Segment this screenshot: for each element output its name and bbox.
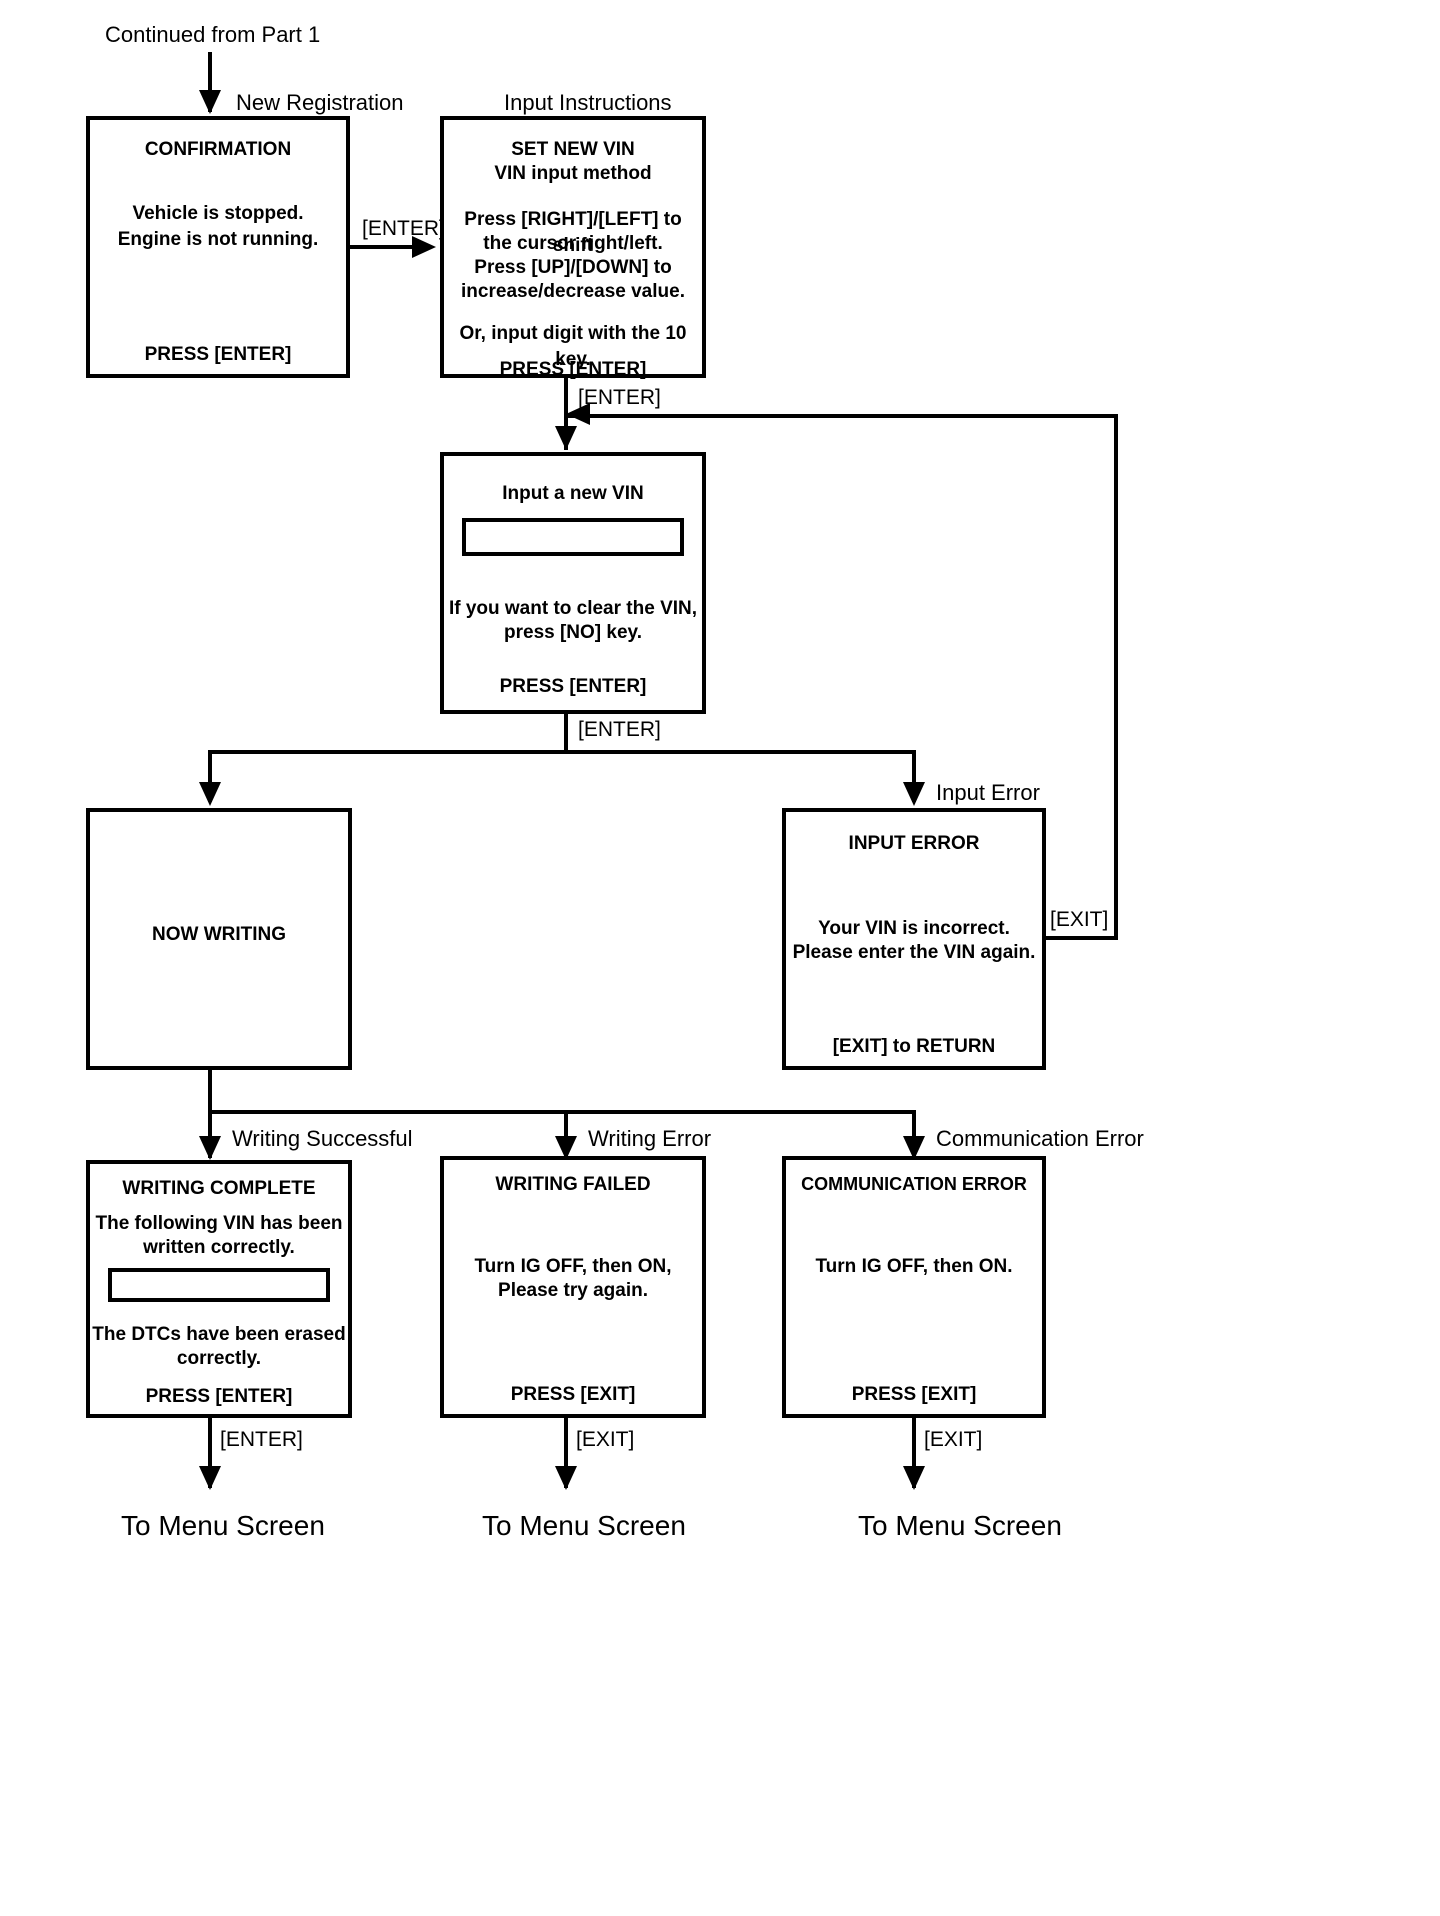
- edge-label-exit-return: [EXIT]: [1050, 908, 1109, 931]
- branch-left-line: [208, 750, 212, 802]
- edge-label-complete-enter: [ENTER]: [220, 1428, 303, 1451]
- screen-communication-error[interactable]: COMMUNICATION ERROR Turn IG OFF, then ON…: [782, 1156, 1046, 1418]
- edge-confirmation-to-setvin-arrow: [412, 236, 436, 258]
- screen-now-writing[interactable]: NOW WRITING: [86, 808, 352, 1070]
- result-mid-arrow: [555, 1136, 577, 1160]
- branch-right-arrow: [903, 782, 925, 806]
- set-new-vin-title-line-1: SET NEW VIN: [511, 139, 635, 160]
- input-new-vin-body-line-2: press [NO] key.: [504, 622, 642, 643]
- screen-set-new-vin[interactable]: SET NEW VIN VIN input method Press [RIGH…: [440, 116, 706, 380]
- set-new-vin-footer: PRESS [ENTER]: [499, 359, 647, 380]
- terminal-to-menu-screen-2: To Menu Screen: [482, 1510, 686, 1541]
- feedback-loop-right-line: [1114, 414, 1118, 940]
- writing-complete-title: WRITING COMPLETE: [122, 1178, 316, 1199]
- result-left-line: [208, 1110, 212, 1158]
- confirmation-body-line-1: Vehicle is stopped.: [132, 203, 304, 224]
- result-split-bus: [208, 1110, 916, 1114]
- result-left-arrow: [199, 1136, 221, 1160]
- set-new-vin-body-2: Or, input digit with the 10 key.: [459, 323, 687, 371]
- terminal-to-menu-screen-3: To Menu Screen: [858, 1510, 1062, 1541]
- confirmation-title: CONFIRMATION: [144, 139, 292, 160]
- result-mid-line: [564, 1110, 568, 1158]
- split-bus-input: [208, 750, 916, 754]
- input-new-vin-title: Input a new VIN: [502, 483, 644, 504]
- caption-new-registration: New Registration: [236, 90, 404, 115]
- caption-writing-error: Writing Error: [588, 1126, 712, 1151]
- caption-communication-error: Communication Error: [936, 1126, 1144, 1151]
- input-new-vin-footer: PRESS [ENTER]: [499, 676, 647, 697]
- edge-label-setvin-to-input: [ENTER]: [578, 386, 661, 409]
- writing-failed-body-line-1: Turn IG OFF, then ON,: [474, 1256, 672, 1277]
- confirmation-body-line-2: Engine is not running.: [117, 229, 319, 250]
- branch-left-arrow: [199, 782, 221, 806]
- branch-right-line: [912, 750, 916, 802]
- communication-error-footer: PRESS [EXIT]: [851, 1384, 977, 1405]
- feedback-loop-bottom-line: [1046, 936, 1118, 940]
- now-writing-title: NOW WRITING: [151, 924, 287, 945]
- confirmation-footer: PRESS [ENTER]: [144, 344, 292, 365]
- screen-input-new-vin[interactable]: Input a new VIN If you want to clear the…: [440, 452, 706, 714]
- input-error-title: INPUT ERROR: [848, 833, 980, 854]
- caption-input-error: Input Error: [936, 780, 1040, 805]
- screen-writing-failed[interactable]: WRITING FAILED Turn IG OFF, then ON, Ple…: [440, 1156, 706, 1418]
- split-stem-input: [564, 714, 568, 752]
- input-new-vin-body-line-1: If you want to clear the VIN,: [448, 598, 698, 619]
- input-error-footer: [EXIT] to RETURN: [832, 1036, 996, 1057]
- writing-failed-title: WRITING FAILED: [495, 1174, 651, 1195]
- edge-label-failed-exit: [EXIT]: [576, 1428, 635, 1451]
- exit-left-line: [208, 1418, 212, 1488]
- entry-connector-line: [208, 52, 212, 112]
- writing-complete-body2-line-1: The DTCs have been erased: [92, 1324, 346, 1345]
- communication-error-body-line-1: Turn IG OFF, then ON.: [815, 1256, 1013, 1277]
- feedback-loop-arrow: [566, 403, 590, 425]
- vin-input-field[interactable]: [462, 518, 684, 556]
- input-error-body-line-1: Your VIN is incorrect.: [818, 918, 1010, 939]
- writing-complete-vin-field: [108, 1268, 330, 1302]
- writing-failed-footer: PRESS [EXIT]: [510, 1384, 636, 1405]
- exit-mid-arrow: [555, 1466, 577, 1490]
- feedback-loop-top-line: [566, 414, 1118, 418]
- result-right-arrow: [903, 1136, 925, 1160]
- communication-error-title: COMMUNICATION ERROR: [801, 1174, 1027, 1194]
- edge-label-comm-exit: [EXIT]: [924, 1428, 983, 1451]
- entry-label: Continued from Part 1: [105, 22, 321, 47]
- set-new-vin-title-line-2: VIN input method: [494, 163, 652, 184]
- writing-complete-body-line-1: The following VIN has been: [95, 1213, 343, 1234]
- entry-connector-arrow: [199, 90, 221, 114]
- terminal-to-menu-screen-1: To Menu Screen: [121, 1510, 325, 1541]
- result-right-line: [912, 1110, 916, 1158]
- edge-confirmation-to-setvin-line: [350, 245, 420, 249]
- edge-setvin-to-input-arrow: [555, 426, 577, 450]
- exit-left-arrow: [199, 1466, 221, 1490]
- caption-input-instructions: Input Instructions: [504, 90, 672, 115]
- set-new-vin-body-line-4: increase/decrease value.: [461, 281, 685, 302]
- screen-confirmation[interactable]: CONFIRMATION Vehicle is stopped. Engine …: [86, 116, 350, 378]
- input-error-body-line-2: Please enter the VIN again.: [792, 942, 1036, 963]
- screen-input-error[interactable]: INPUT ERROR Your VIN is incorrect. Pleas…: [782, 808, 1046, 1070]
- writing-failed-body-line-2: Please try again.: [498, 1280, 648, 1301]
- exit-right-line: [912, 1418, 916, 1488]
- exit-right-arrow: [903, 1466, 925, 1490]
- writing-complete-body-line-2: written correctly.: [143, 1237, 295, 1258]
- edge-label-input-to-branch: [ENTER]: [578, 718, 661, 741]
- screen-writing-complete[interactable]: WRITING COMPLETE The following VIN has b…: [86, 1160, 352, 1418]
- edge-label-confirm-to-setvin: [ENTER]: [362, 217, 445, 240]
- caption-writing-successful: Writing Successful: [232, 1126, 413, 1151]
- set-new-vin-body-line-1: Press [RIGHT]/[LEFT] to shift: [464, 209, 682, 257]
- writing-complete-footer: PRESS [ENTER]: [145, 1386, 293, 1407]
- set-new-vin-body-line-2: the cursor right/left.: [483, 233, 663, 254]
- writing-complete-body2-line-2: correctly.: [176, 1348, 262, 1369]
- exit-mid-line: [564, 1418, 568, 1488]
- set-new-vin-body-line-3: Press [UP]/[DOWN] to: [474, 257, 672, 278]
- result-split-stem: [208, 1070, 212, 1112]
